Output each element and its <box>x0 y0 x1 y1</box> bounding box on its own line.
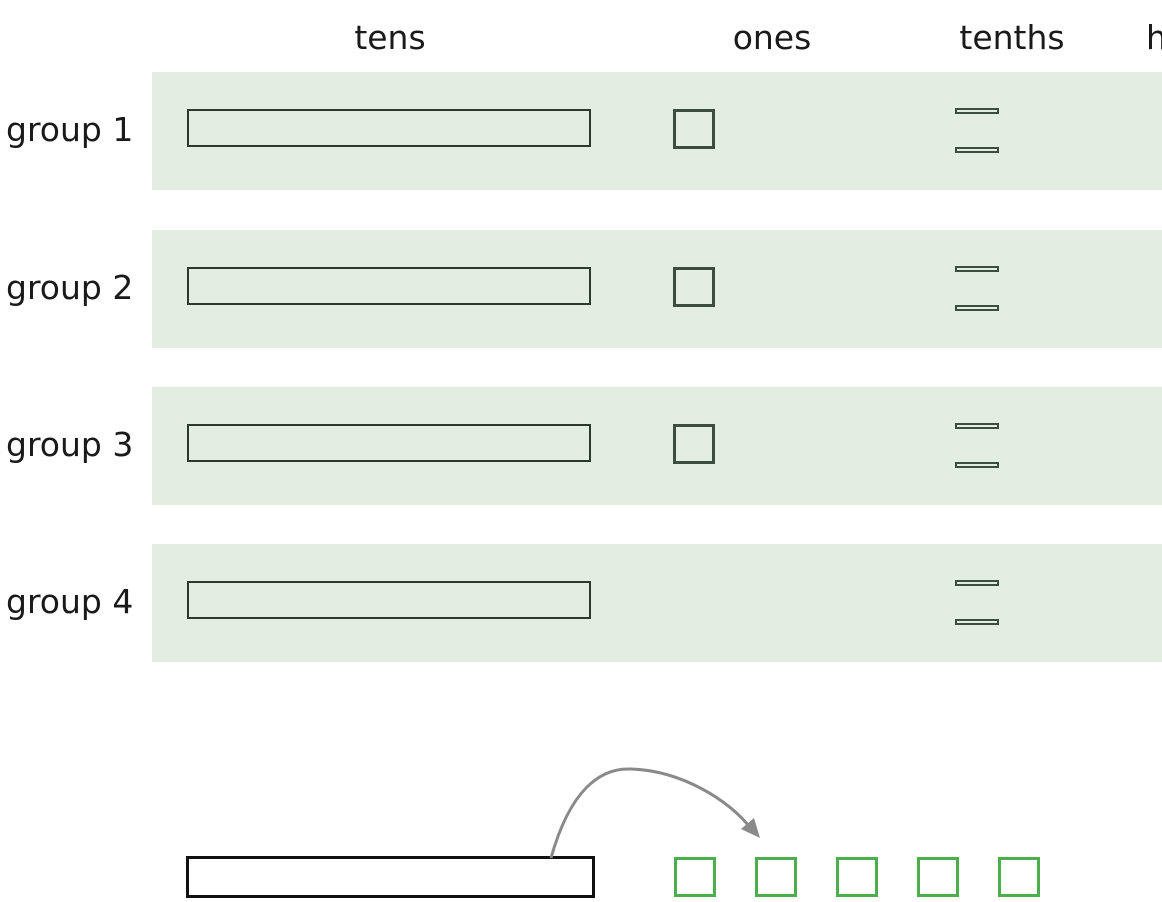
one-unit <box>673 267 715 307</box>
group-label: group 4 <box>6 582 134 621</box>
one-unit <box>673 424 715 464</box>
conversion-ten-rod <box>186 856 595 898</box>
header-ones: ones <box>732 18 812 57</box>
converted-one-unit <box>836 857 878 897</box>
converted-one-unit <box>998 857 1040 897</box>
group-row <box>152 544 1162 662</box>
group-label: group 1 <box>6 110 134 149</box>
group-label: group 3 <box>6 425 134 464</box>
tenth-bar <box>955 423 999 429</box>
group-row <box>152 230 1162 348</box>
group-row <box>152 72 1162 190</box>
tenth-bar <box>955 619 999 625</box>
converted-one-unit <box>917 857 959 897</box>
tenth-bar <box>955 147 999 153</box>
ten-rod <box>187 109 591 147</box>
tenth-bar <box>955 108 999 114</box>
tenth-bar <box>955 580 999 586</box>
tenth-bar <box>955 305 999 311</box>
header-hundredths: h <box>1146 18 1162 57</box>
tenth-bar <box>955 462 999 468</box>
tenth-bar <box>955 266 999 272</box>
converted-one-unit <box>674 857 716 897</box>
group-label: group 2 <box>6 268 134 307</box>
header-tens: tens <box>354 18 426 57</box>
header-tenths: tenths <box>959 18 1065 57</box>
ten-rod <box>187 581 591 619</box>
converted-one-unit <box>755 857 797 897</box>
ten-rod <box>187 424 591 462</box>
group-row <box>152 387 1162 505</box>
ten-rod <box>187 267 591 305</box>
one-unit <box>673 109 715 149</box>
